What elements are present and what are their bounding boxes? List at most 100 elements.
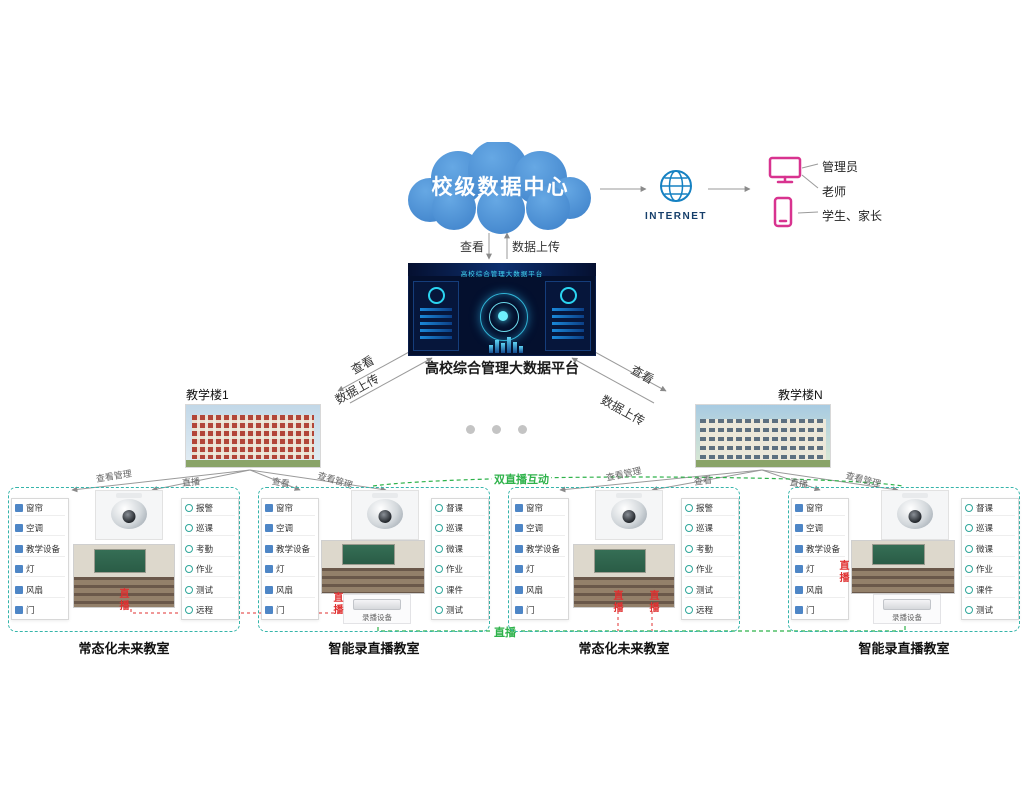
item-label: 灯 xyxy=(526,564,535,575)
classroom-caption: 常态化未来教室 xyxy=(78,641,170,656)
item-label: 微课 xyxy=(446,543,464,554)
classroom-group-1: 窗帘空调教学设备灯风扇门 报警巡课考勤作业测试远程 直播 常态化未来教室 xyxy=(8,487,240,656)
data-center-title: 校级数据中心 xyxy=(431,176,570,199)
item-label: 作业 xyxy=(976,564,994,575)
list-item: 督课 xyxy=(435,501,485,516)
list-item: 课件 xyxy=(965,583,1015,598)
recorder-label: 录播设备 xyxy=(362,613,392,622)
device-icon xyxy=(265,544,273,553)
phone-icon xyxy=(773,196,793,228)
function-icon xyxy=(185,524,193,533)
dome-camera-image xyxy=(881,490,949,540)
desk-rows xyxy=(574,577,674,607)
item-label: 巡课 xyxy=(196,523,214,534)
list-item: 考勤 xyxy=(185,542,235,557)
function-icon xyxy=(685,565,693,574)
list-item: 门 xyxy=(15,603,65,617)
item-label: 窗帘 xyxy=(806,503,824,513)
device-icon xyxy=(15,605,23,614)
device-icon xyxy=(795,544,803,553)
function-icon xyxy=(685,544,693,553)
device-icon xyxy=(15,524,23,533)
internet-node: INTERNET xyxy=(645,168,707,222)
ellipsis-dot xyxy=(518,425,527,434)
list-item: 巡课 xyxy=(965,521,1015,537)
camera-lens xyxy=(622,510,636,523)
function-icon xyxy=(685,524,693,533)
device-icon xyxy=(515,605,523,614)
camera-lens xyxy=(378,510,392,523)
classroom-photo xyxy=(573,544,675,608)
link-label-upload-right: 数据上传 xyxy=(598,392,648,429)
item-label: 教学设备 xyxy=(26,543,61,554)
function-icon xyxy=(185,565,193,574)
device-icon xyxy=(795,504,803,512)
device-icon xyxy=(515,504,523,512)
list-item: 空调 xyxy=(515,521,565,537)
dual-live-label: 双直播互动 xyxy=(492,471,551,487)
device-icon xyxy=(795,605,803,614)
recorder-label: 录播设备 xyxy=(892,613,922,622)
item-label: 空调 xyxy=(276,523,294,534)
building-facade xyxy=(700,419,826,460)
function-icon xyxy=(185,605,193,614)
camera-lens xyxy=(122,510,136,523)
live-label: 直播 xyxy=(647,590,658,614)
radar-ring-inner xyxy=(489,302,519,332)
desk-rows xyxy=(322,568,424,593)
list-item: 风扇 xyxy=(265,583,315,598)
list-item: 教学设备 xyxy=(795,542,845,557)
camera-lens xyxy=(908,510,922,523)
live-label: 直播 xyxy=(117,588,128,612)
desk-rows xyxy=(852,568,954,593)
function-icon xyxy=(185,504,193,512)
classroom-group-3: 窗帘空调教学设备灯风扇门 报警巡课考勤作业测试远程 直播 直播 常态化未来教室 xyxy=(508,487,740,656)
recorder-body xyxy=(883,599,931,610)
gauge-icon xyxy=(427,287,445,304)
list-item: 远程 xyxy=(185,603,235,617)
building-ground xyxy=(186,460,320,467)
chalkboard xyxy=(342,544,396,565)
list-item: 空调 xyxy=(265,521,315,537)
item-label: 空调 xyxy=(26,523,44,534)
globe-icon xyxy=(660,170,692,202)
function-panel: 督课巡课微课作业课件测试 xyxy=(961,498,1019,620)
list-item: 灯 xyxy=(265,562,315,578)
user-label-student-parent: 学生、家长 xyxy=(822,209,883,223)
item-label: 作业 xyxy=(446,564,464,575)
radar-ring-outer xyxy=(480,293,528,341)
classroom-caption: 智能录直播教室 xyxy=(858,641,950,656)
fan-label-view-manage: 查看管理 xyxy=(605,465,643,483)
function-panel: 督课巡课微课作业课件测试 xyxy=(431,498,489,620)
classroom-group-2: 窗帘空调教学设备灯风扇门 督课巡课微课作业课件测试 录播设备 直播 智能录直播教… xyxy=(258,487,490,656)
classroom-group-4: 窗帘空调教学设备灯风扇门 督课巡课微课作业课件测试 录播设备 直播 智能录直播教… xyxy=(788,487,1020,656)
gauge-icon xyxy=(559,287,577,304)
item-label: 作业 xyxy=(696,564,714,575)
list-item: 风扇 xyxy=(15,583,65,598)
item-label: 灯 xyxy=(276,564,285,575)
list-item: 微课 xyxy=(435,542,485,557)
device-icon xyxy=(265,504,273,512)
item-label: 门 xyxy=(526,604,535,615)
platform-caption: 高校综合管理大数据平台 xyxy=(425,360,579,376)
function-icon xyxy=(965,524,973,533)
classroom-photo xyxy=(73,544,175,608)
list-item: 教学设备 xyxy=(265,542,315,557)
function-icon xyxy=(435,504,443,512)
function-icon xyxy=(965,565,973,574)
device-panel: 窗帘空调教学设备灯风扇门 xyxy=(261,498,319,620)
device-icon xyxy=(795,565,803,574)
list-item: 巡课 xyxy=(435,521,485,537)
item-label: 风扇 xyxy=(526,584,544,595)
item-label: 教学设备 xyxy=(276,543,311,554)
item-label: 窗帘 xyxy=(26,503,44,513)
list-item: 测试 xyxy=(685,583,735,598)
item-label: 门 xyxy=(806,604,815,615)
item-label: 风扇 xyxy=(26,584,44,595)
list-item: 报警 xyxy=(685,501,735,516)
building-1-caption: 教学楼1 xyxy=(186,388,229,402)
chalkboard xyxy=(594,548,646,574)
function-icon xyxy=(965,504,973,512)
item-label: 风扇 xyxy=(806,584,824,595)
list-item: 测试 xyxy=(185,583,235,598)
